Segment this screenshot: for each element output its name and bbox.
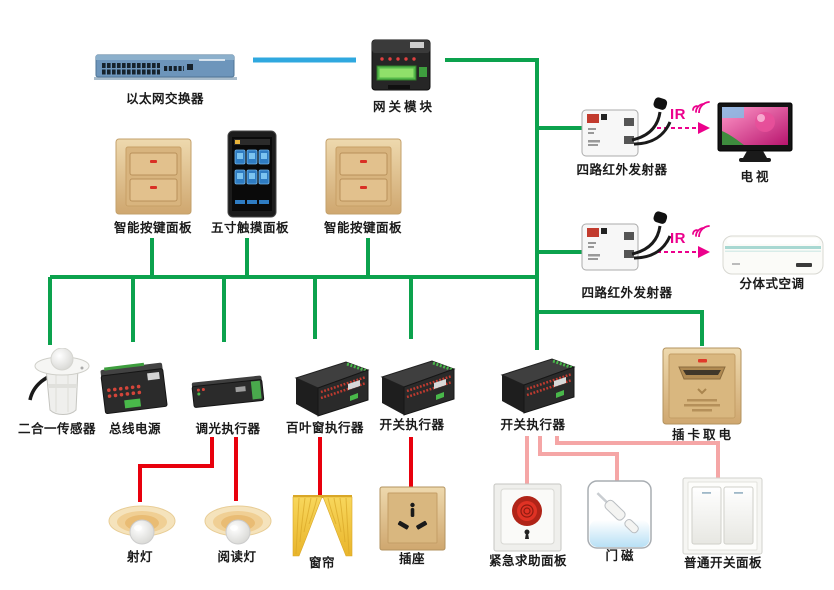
sensor-2in1-label: 二合一传感器: [17, 422, 97, 436]
gateway-label: 网关模块: [372, 100, 436, 114]
curtain-node: [292, 494, 353, 558]
gateway-image: [371, 39, 431, 91]
key-panel-1-label: 智能按键面板: [113, 221, 193, 235]
switch-actuator-1-label: 开关执行器: [379, 418, 445, 432]
switch-actuator-2-label: 开关执行器: [500, 418, 566, 432]
ir-signal-label-2: IR: [670, 230, 686, 247]
key-panel-1-image: [115, 138, 192, 215]
tv-node: [717, 102, 793, 168]
key-panel-2-image: [325, 138, 402, 215]
ir-signal-label-1: IR: [670, 106, 686, 123]
reading-lamp-node: [204, 499, 272, 549]
ir-emitter-2-image: [581, 211, 672, 271]
normal-switch-panel-image: [682, 477, 763, 555]
ir-emitter-1-label: 四路红外发射器: [576, 163, 668, 177]
card-power-node: [662, 347, 742, 425]
ethernet-switch-node: [93, 46, 239, 86]
load-lines: [138, 437, 413, 502]
sensor-2in1-node: [20, 347, 94, 420]
bus-branch-card-power: [537, 310, 704, 346]
card-power-image: [662, 347, 742, 425]
reading-lamp-image: [204, 505, 272, 545]
dry-contact-lines: [525, 436, 720, 486]
bus-power-label: 总线电源: [108, 422, 162, 436]
ir-emitter-2-label: 四路红外发射器: [581, 286, 673, 300]
blind-actuator-node: [286, 354, 374, 420]
key-panel-1-node: [115, 138, 192, 215]
spotlight-label: 射灯: [126, 550, 154, 564]
tv-label: 电视: [740, 170, 772, 184]
ethernet-switch-image: [94, 54, 237, 80]
air-conditioner-label: 分体式空调: [739, 277, 805, 291]
dimmer-actuator-image: [191, 375, 265, 408]
door-magnet-label: 门磁: [605, 549, 637, 563]
air-conditioner-node: [722, 233, 824, 279]
ir-waves-icon-1: [690, 97, 710, 114]
blind-actuator-image: [294, 361, 370, 417]
load-line-spotlight: [138, 437, 214, 502]
switch-actuator-1-image: [380, 360, 456, 416]
card-power-label: 插卡取电: [671, 428, 735, 442]
socket-image: [379, 486, 446, 551]
ir-emitter-1-node: [580, 96, 675, 162]
switch-actuator-1-node: [372, 353, 460, 419]
curtain-image: [292, 495, 353, 557]
socket-label: 插座: [398, 552, 426, 566]
dimmer-actuator-node: [188, 362, 270, 416]
key-panel-2-label: 智能按键面板: [323, 221, 403, 235]
curtain-label: 窗帘: [308, 556, 336, 570]
bus-power-image: [100, 362, 168, 415]
line-normal-switch: [555, 436, 720, 479]
emergency-panel-image: [493, 483, 562, 552]
tv-image: [717, 102, 793, 162]
touch-panel-image: [227, 130, 277, 218]
sensor-2in1-image: [28, 347, 90, 415]
normal-switch-panel-label: 普通开关面板: [683, 556, 763, 570]
emergency-panel-label: 紧急求助面板: [488, 554, 568, 568]
key-panel-2-node: [325, 138, 402, 215]
spotlight-node: [108, 499, 176, 549]
touch-panel-node: [227, 130, 277, 218]
dimmer-actuator-label: 调光执行器: [195, 422, 261, 436]
switch-actuator-2-node: [492, 351, 580, 417]
ir-emitter-2-node: [580, 210, 675, 276]
reading-lamp-label: 阅读灯: [217, 550, 257, 564]
gateway-node: [358, 36, 442, 96]
ir-waves-icon-2: [690, 221, 710, 238]
ir-emitter-1-image: [581, 97, 672, 157]
socket-node: [379, 486, 446, 551]
ethernet-switch-label: 以太网交换器: [125, 92, 205, 106]
switch-actuator-2-image: [500, 358, 576, 414]
normal-switch-panel-node: [682, 477, 763, 555]
bus-power-node: [97, 356, 173, 418]
blind-actuator-label: 百叶窗执行器: [285, 421, 365, 435]
door-magnet-node: [587, 480, 652, 549]
spotlight-image: [108, 505, 176, 545]
touch-panel-label: 五寸触摸面板: [210, 221, 290, 235]
air-conditioner-image: [722, 235, 824, 275]
bus-lines: [48, 58, 704, 350]
line-door-magnet: [538, 436, 619, 483]
emergency-panel-node: [493, 483, 562, 552]
door-magnet-image: [587, 480, 652, 549]
